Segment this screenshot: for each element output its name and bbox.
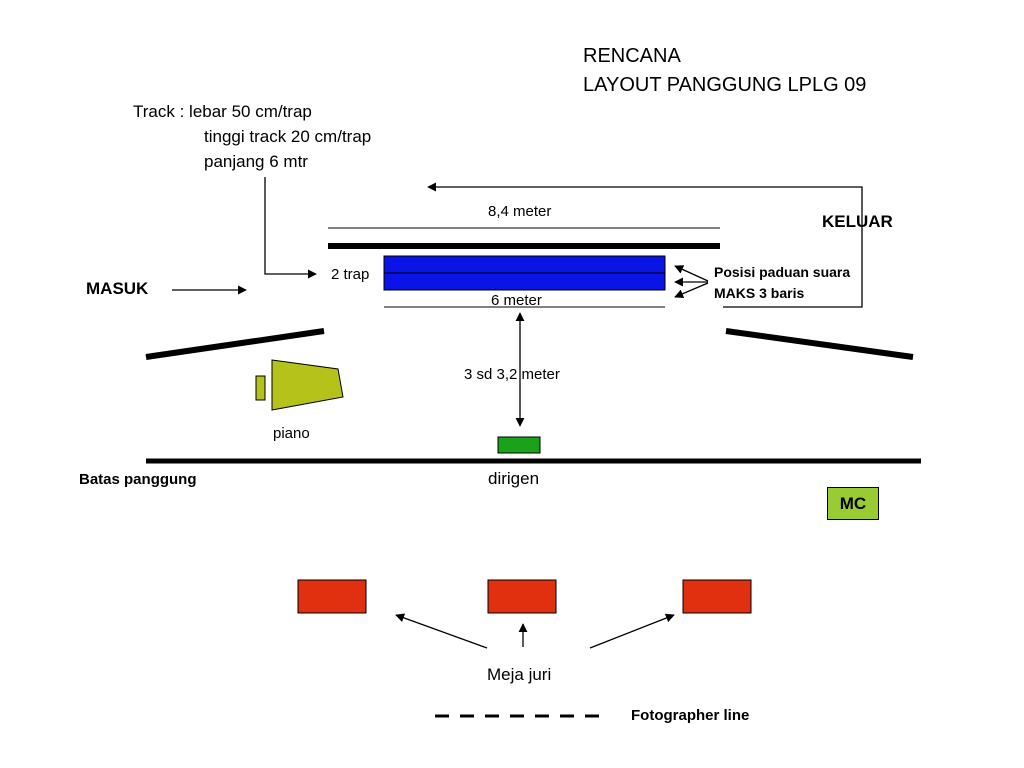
label-2-trap: 2 trap — [331, 266, 370, 283]
jury-table-left — [297, 579, 367, 614]
jury-table-center — [487, 579, 557, 614]
label-dirigen: dirigen — [488, 469, 540, 488]
jury-arrow-right — [589, 613, 675, 649]
piano-bench — [255, 375, 266, 401]
left-side-wall — [145, 328, 325, 360]
track-note-line-3: panjang 6 mtr — [204, 152, 308, 171]
right-side-wall — [725, 328, 914, 360]
label-choir-position: Posisi paduan suara — [714, 264, 851, 280]
choir-riser-trap-2 — [383, 272, 666, 291]
label-masuk: MASUK — [86, 279, 149, 298]
mc-position: MC — [827, 487, 879, 520]
piano-body — [271, 359, 344, 411]
label-distance: 3 sd 3,2 meter — [464, 366, 560, 383]
track-note-line-1: Track : lebar 50 cm/trap — [133, 102, 312, 121]
label-meja-juri: Meja juri — [487, 665, 552, 684]
track-note-line-2: tinggi track 20 cm/trap — [204, 127, 372, 146]
jury-arrow-left — [395, 613, 488, 649]
exit-route-arrow — [427, 182, 863, 308]
choir-riser-trap-1 — [383, 255, 666, 274]
label-choir-max-rows: MAKS 3 baris — [714, 285, 805, 301]
label-fotographer-line: Fotographer line — [631, 707, 750, 724]
label-6-meter: 6 meter — [491, 292, 542, 309]
jury-table-right — [682, 579, 752, 614]
choir-position-arrow-top — [674, 265, 709, 282]
conductor-position — [497, 436, 541, 454]
track-note-leader-arrow — [264, 177, 317, 279]
title-line-1: RENCANA — [583, 45, 681, 67]
title-line-2: LAYOUT PANGGUNG LPLG 09 — [583, 74, 867, 96]
mc-label: MC — [839, 493, 867, 513]
label-piano: piano — [273, 425, 310, 442]
label-8-4-meter: 8,4 meter — [488, 203, 552, 220]
label-batas-panggung: Batas panggung — [79, 471, 197, 488]
label-keluar: KELUAR — [822, 212, 893, 231]
choir-position-arrow-bottom — [674, 282, 709, 298]
